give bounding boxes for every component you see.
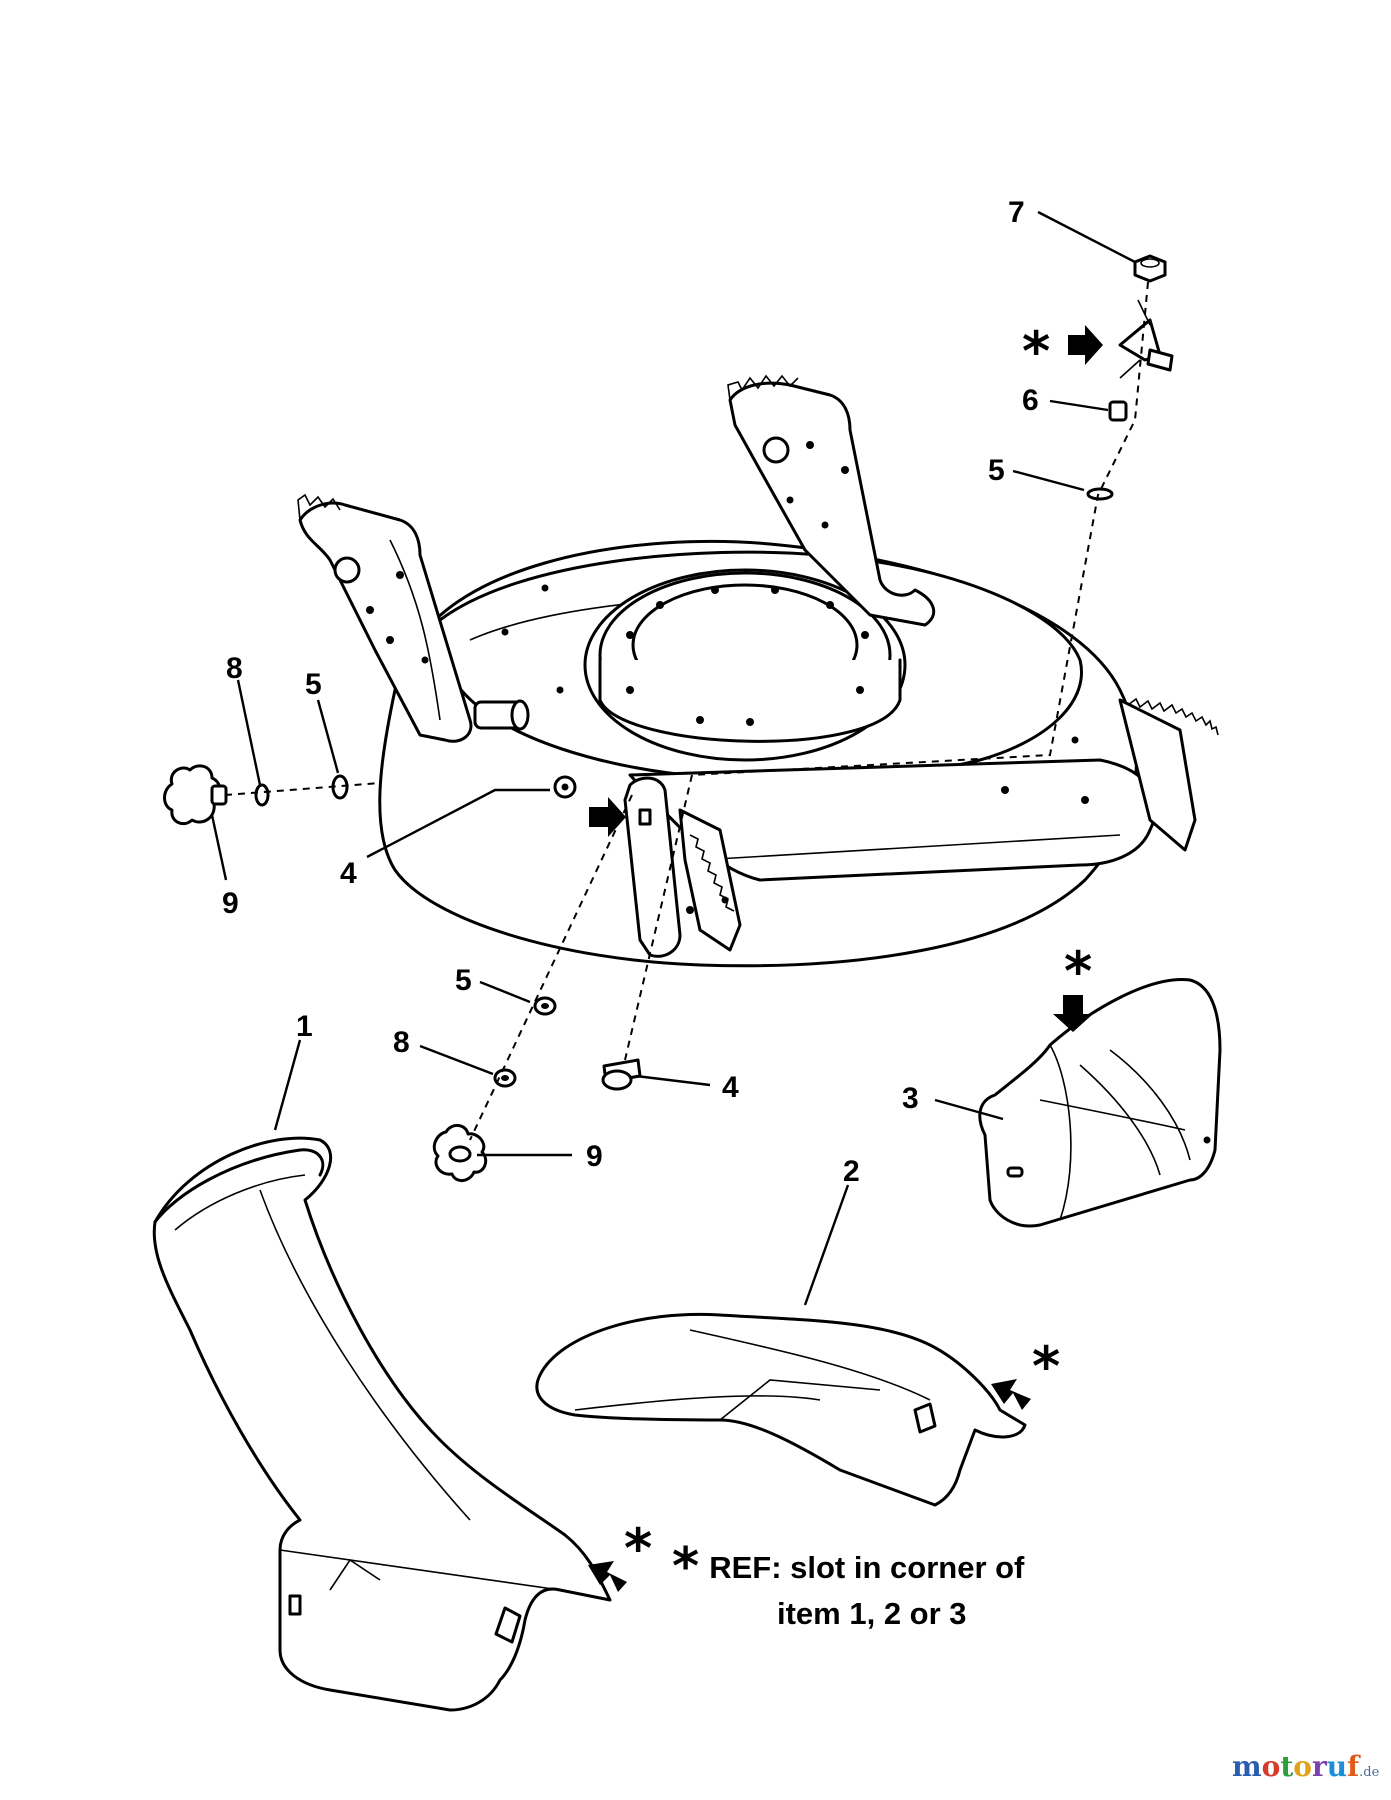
callout-item-9-left: 9: [222, 887, 239, 920]
ref-note-line-2: item 1, 2 or 3: [777, 1596, 967, 1631]
ref-arrow-deck: [589, 797, 626, 837]
watermark-letter: t: [1280, 1750, 1294, 1783]
left-axle-hardware: [473, 699, 577, 799]
washer-8-left: [254, 783, 270, 807]
callout-item-5-top: 5: [988, 454, 1005, 487]
assembly-lines: [224, 281, 1149, 1141]
washer-5-mid: [533, 996, 557, 1016]
callout-item-4-mid: 4: [722, 1071, 739, 1104]
callout-item-8-mid: 8: [393, 1026, 410, 1059]
callout-item-1: 1: [296, 1010, 313, 1043]
leader-lines: [210, 210, 1136, 1306]
callout-item-7: 7: [1008, 196, 1025, 229]
mower-deck: [378, 540, 1157, 968]
callout-item-5-mid: 5: [455, 964, 472, 997]
washer-5-top: [1086, 487, 1114, 501]
watermark-logo: motoruf.de: [1232, 1750, 1379, 1783]
watermark-letter: u: [1326, 1750, 1348, 1783]
watermark-tld: .de: [1359, 1765, 1380, 1780]
knob-mid: [432, 1124, 488, 1182]
ref-star-chute-1: *: [624, 1517, 652, 1580]
ref-note-star: *: [672, 1537, 700, 1597]
right-rear-height-bracket: [727, 374, 936, 627]
discharge-chute-1: [152, 1136, 612, 1712]
ring-bolt-holes: [626, 586, 869, 726]
callout-item-4-left: 4: [340, 857, 357, 890]
front-right-toothed-bracket: [1118, 697, 1219, 852]
nut-flange-left: [553, 775, 577, 799]
ref-note: *REF: slot in corner of item 1, 2 or 3: [672, 1541, 1025, 1637]
ref-note-line-1: REF: slot in corner of: [709, 1550, 1025, 1585]
ref-star-top: *: [1022, 320, 1050, 383]
bolt-4-mid: [601, 1058, 642, 1091]
ref-arrow-top: [1068, 325, 1103, 365]
watermark-letter: f: [1347, 1750, 1360, 1783]
knob-left: [163, 764, 228, 826]
callout-item-6: 6: [1022, 384, 1039, 417]
left-rear-height-bracket: [297, 493, 473, 743]
discharge-chute-3: [978, 978, 1222, 1228]
callout-item-9-mid: 9: [586, 1140, 603, 1173]
callout-item-2: 2: [843, 1155, 860, 1188]
ref-arrow-chute-3: [1053, 995, 1093, 1032]
watermark-letter: m: [1232, 1750, 1262, 1783]
discharge-chute-2: [535, 1312, 1027, 1507]
washer-8-mid: [493, 1068, 517, 1088]
bracket-clip: [1118, 299, 1174, 379]
callout-item-5-left: 5: [305, 668, 322, 701]
watermark-letter: o: [1293, 1750, 1312, 1783]
ref-star-chute-3: *: [1064, 940, 1092, 1003]
ref-star-chute-2: *: [1032, 1335, 1060, 1398]
watermark-letter: o: [1261, 1750, 1281, 1783]
watermark-letter: r: [1311, 1750, 1327, 1783]
spacer-6: [1108, 400, 1128, 422]
front-left-toothed-bracket: [623, 776, 742, 958]
callout-item-8-left: 8: [226, 652, 243, 685]
nut-7: [1133, 254, 1167, 283]
watermark-brand: motoruf: [1232, 1750, 1359, 1783]
ref-arrow-chute-1: [588, 1561, 627, 1592]
ref-arrow-chute-2: [991, 1379, 1031, 1410]
callout-item-3: 3: [902, 1082, 919, 1115]
